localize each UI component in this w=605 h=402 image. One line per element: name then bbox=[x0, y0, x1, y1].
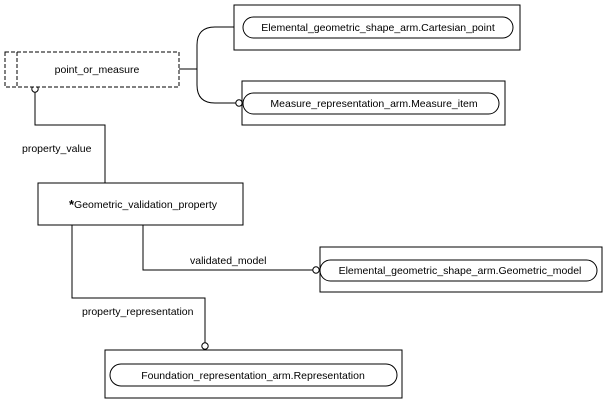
geometric-model-end-marker bbox=[312, 266, 320, 274]
reference-label: Elemental_geometric_shape_arm.Geometric_… bbox=[339, 265, 582, 277]
select-node-point-or-measure[interactable]: point_or_measure bbox=[4, 51, 180, 88]
entity-name: Geometric_validation_property bbox=[74, 199, 218, 211]
reference-geometric-model[interactable]: Elemental_geometric_shape_arm.Geometric_… bbox=[319, 246, 603, 293]
select-branch-line bbox=[179, 26, 236, 104]
reference-label: Elemental_geometric_shape_arm.Cartesian_… bbox=[261, 22, 495, 34]
connectors bbox=[34, 26, 313, 343]
relation-label-validated-model: validated_model bbox=[190, 255, 266, 267]
relation-label-property-value: property_value bbox=[22, 143, 92, 155]
relation-label-property-representation: property_representation bbox=[82, 306, 194, 318]
reference-capsule bbox=[242, 92, 500, 115]
select-node-label: point_or_measure bbox=[55, 64, 140, 76]
reference-label: Foundation_representation_arm.Representa… bbox=[141, 370, 365, 382]
entity-box bbox=[37, 182, 244, 226]
reference-capsule bbox=[109, 363, 398, 387]
measure-item-end-marker bbox=[235, 99, 243, 107]
entity-label: *Geometric_validation_property bbox=[69, 197, 218, 212]
reference-capsule bbox=[242, 16, 514, 39]
select-node-box bbox=[4, 51, 180, 88]
reference-representation[interactable]: Foundation_representation_arm.Representa… bbox=[104, 349, 403, 399]
property-representation-line bbox=[71, 225, 206, 343]
reference-measure-item[interactable]: Measure_representation_arm.Measure_item bbox=[241, 80, 506, 126]
validated-model-line bbox=[142, 225, 313, 271]
reference-cartesian-point[interactable]: Elemental_geometric_shape_arm.Cartesian_… bbox=[233, 4, 521, 51]
reference-label: Measure_representation_arm.Measure_item bbox=[270, 98, 477, 110]
representation-end-marker bbox=[201, 342, 209, 350]
entity-marker: * bbox=[69, 197, 75, 212]
reference-capsule bbox=[319, 259, 598, 282]
property-value-line bbox=[34, 92, 106, 183]
entity-geometric-validation-property[interactable]: *Geometric_validation_property bbox=[37, 182, 244, 226]
